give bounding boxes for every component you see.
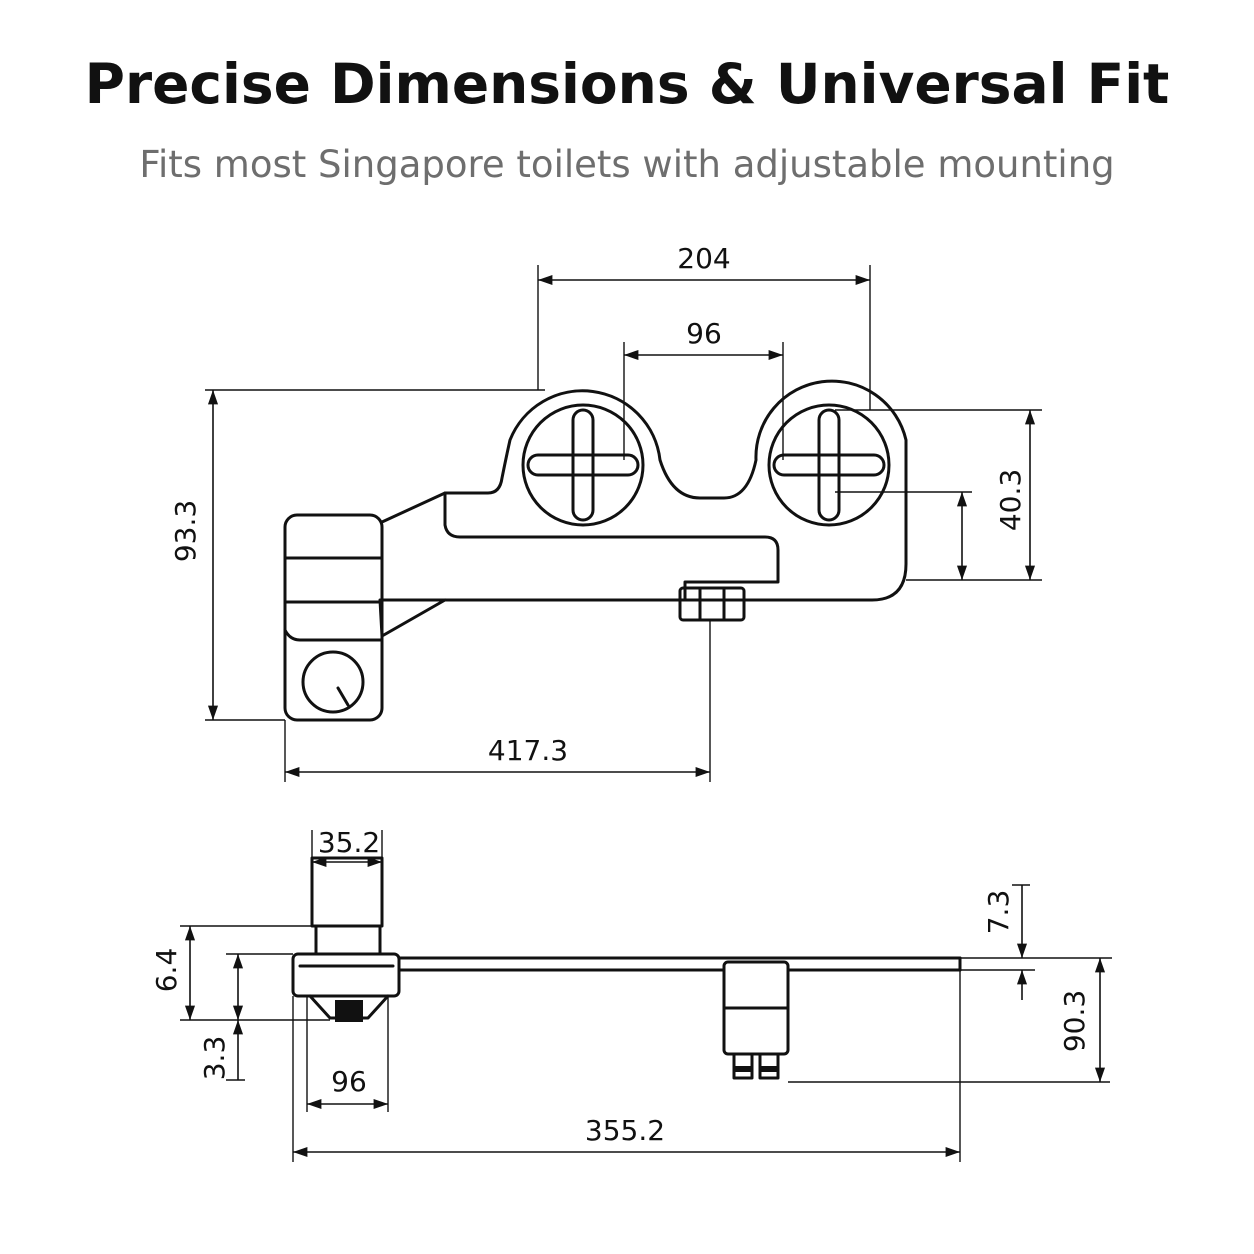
page-subtitle: Fits most Singapore toilets with adjusta…	[139, 143, 1115, 186]
dim-label-plate-thickness: 7.3	[982, 890, 1015, 935]
dim-label-knob-offset: 40.3	[994, 469, 1027, 531]
control-knob[interactable]	[301, 650, 365, 714]
dim-label-height: 93.3	[169, 500, 202, 562]
body-inner-rail	[443, 491, 780, 602]
dim-label-knob-spacing: 96	[686, 317, 722, 350]
dim-label-body-width: 96	[331, 1065, 367, 1098]
dim-label-inlet-width: 35.2	[318, 826, 380, 859]
dim-label-bracket-depth: 90.3	[1058, 990, 1091, 1052]
left-mounting-screw	[521, 403, 645, 527]
side-view: 35.2 6.4 3.3 96 355.2 7.3 90.3	[150, 826, 1112, 1162]
top-view: 204 96 93.3 40.3 417.3	[169, 242, 1042, 782]
inlet-cylinder	[310, 856, 384, 928]
water-inlet-fitting	[678, 586, 746, 622]
knob-pointer	[336, 686, 350, 707]
page-title: Precise Dimensions & Universal Fit	[84, 52, 1170, 116]
bracket-screw-feet	[732, 1052, 780, 1080]
side-body-block	[291, 952, 401, 998]
bidet-body-outline	[378, 379, 908, 638]
dim-label-length: 417.3	[488, 734, 568, 767]
inlet-collar	[314, 924, 382, 956]
control-box	[283, 513, 384, 722]
dim-label-body-height: 6.4	[150, 948, 183, 993]
dim-label-nozzle-height: 3.3	[198, 1036, 231, 1081]
control-box-line	[283, 628, 384, 642]
right-mounting-screw	[767, 403, 891, 527]
dim-label-overall-width: 204	[677, 242, 730, 275]
nozzle-tip	[335, 1000, 363, 1022]
dim-label-total-length: 355.2	[585, 1114, 665, 1147]
arm-lower-edge	[380, 598, 447, 638]
